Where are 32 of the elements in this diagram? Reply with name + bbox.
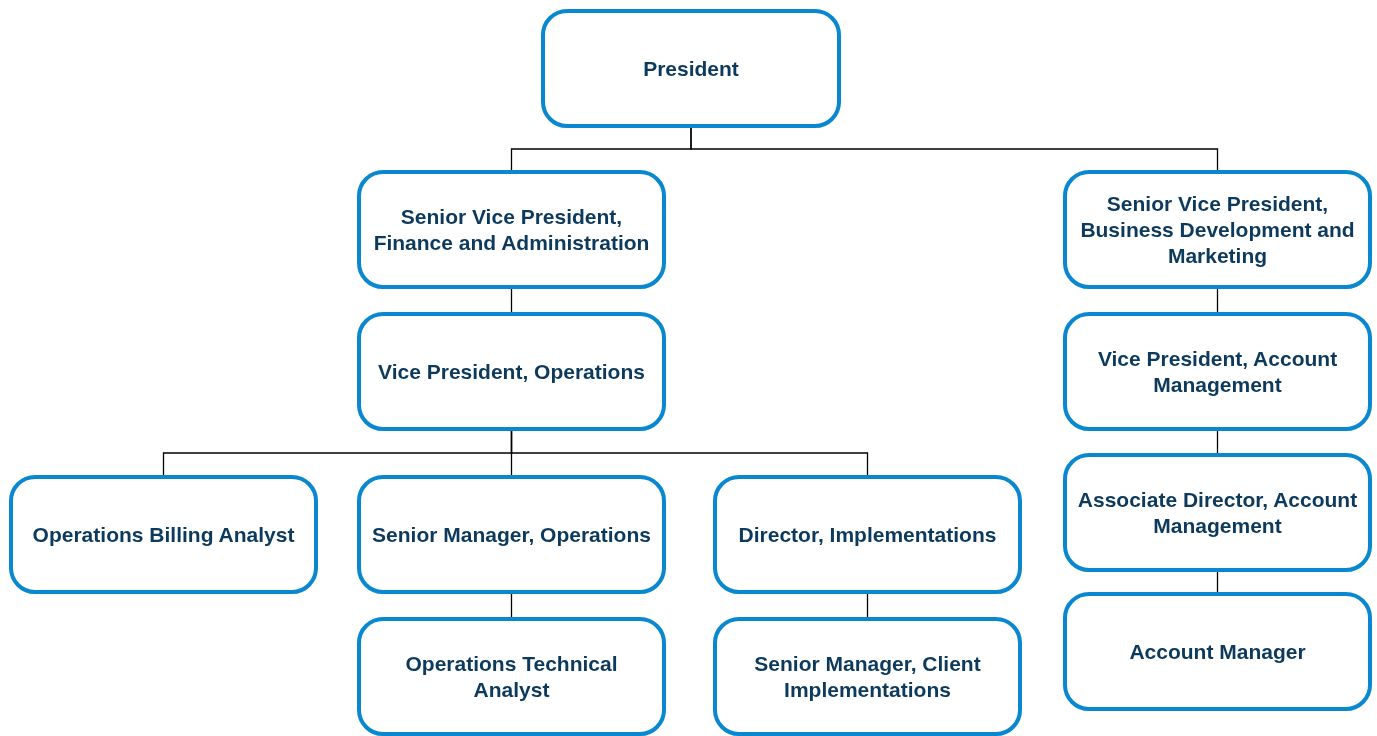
role-title: Senior Manager, Client Implementations: [753, 650, 982, 703]
role-box: [541, 9, 841, 128]
role-box: [1063, 453, 1372, 572]
connector-line: [866, 593, 869, 618]
connector-line: [510, 430, 869, 476]
role-title: Senior Vice President, Business Development and Marketing: [1079, 190, 1356, 269]
role-title: Associate Director, Account Management: [1076, 486, 1359, 539]
role-title: Senior Manager, Operations: [372, 521, 651, 548]
role-title: Operations Billing Analyst: [32, 521, 295, 548]
role-box: [1063, 312, 1372, 431]
role-title: Account Manager: [1129, 638, 1306, 665]
role-box: [357, 312, 666, 431]
connector-line: [1216, 430, 1219, 454]
role-box: [713, 475, 1022, 594]
role-title: Vice President, Account Management: [1096, 345, 1339, 398]
connector-line: [1216, 288, 1219, 313]
role-title: Vice President, Operations: [378, 358, 645, 385]
role-title: Operations Technical Analyst: [404, 650, 619, 703]
connector-line: [510, 593, 513, 618]
role-box: [357, 617, 666, 736]
role-box: [9, 475, 318, 594]
role-box: [713, 617, 1022, 736]
role-box: [357, 475, 666, 594]
role-title: Senior Vice President, Finance and Administration: [372, 203, 651, 256]
role-title: Director, Implementations: [738, 521, 997, 548]
role-box: [1063, 592, 1372, 711]
role-box: [1063, 170, 1372, 289]
connector-line: [690, 127, 1219, 171]
connector-line: [510, 288, 513, 313]
role-title: President: [643, 55, 739, 82]
connector-line: [1216, 571, 1219, 593]
role-box: [357, 170, 666, 289]
